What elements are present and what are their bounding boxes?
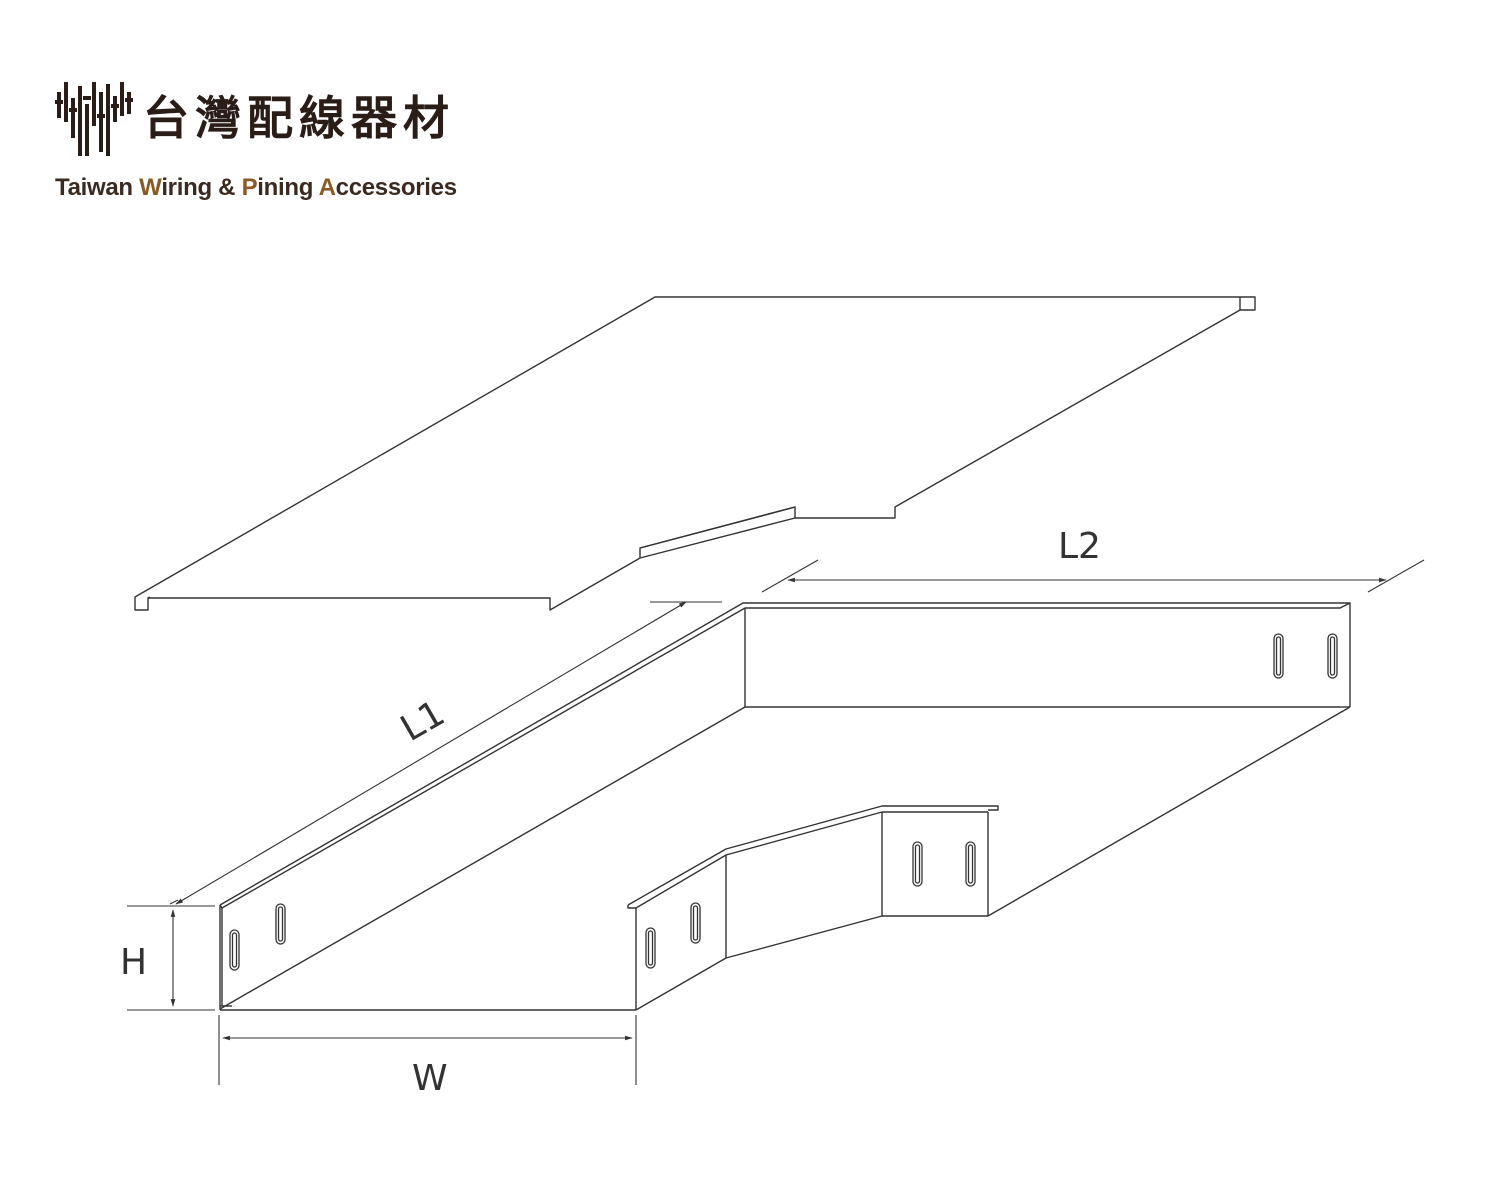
dimension-label-h: H	[120, 942, 147, 983]
logo-initial-p: P	[241, 174, 258, 201]
logo-word-iring: iring &	[161, 174, 242, 201]
logo-word-aiwan: aiwan	[67, 174, 140, 201]
dimension-label-l2: L2	[1058, 526, 1101, 567]
logo-word-ccessories: ccessories	[335, 174, 457, 201]
dimension-label-w: W	[412, 1058, 448, 1099]
company-name-english: Taiwan Wiring & Pining Accessories	[55, 174, 457, 202]
cover-lid	[134, 296, 1256, 611]
wiring-bars-logo-icon	[55, 82, 133, 156]
logo-word-ining: ining	[257, 174, 319, 201]
company-logo: 台灣配線器材 Taiwan Wiring & Pining Accessorie…	[55, 78, 515, 218]
dimension-label-l1: L1	[394, 693, 452, 750]
mounting-slots	[229, 633, 1338, 971]
logo-initial-w: W	[139, 174, 162, 201]
tray-body	[219, 602, 1351, 1011]
dimension-lines	[127, 559, 1425, 1085]
company-name-chinese: 台灣配線器材	[143, 91, 455, 145]
logo-initial-t: T	[55, 174, 68, 201]
logo-initial-a: A	[318, 174, 336, 201]
